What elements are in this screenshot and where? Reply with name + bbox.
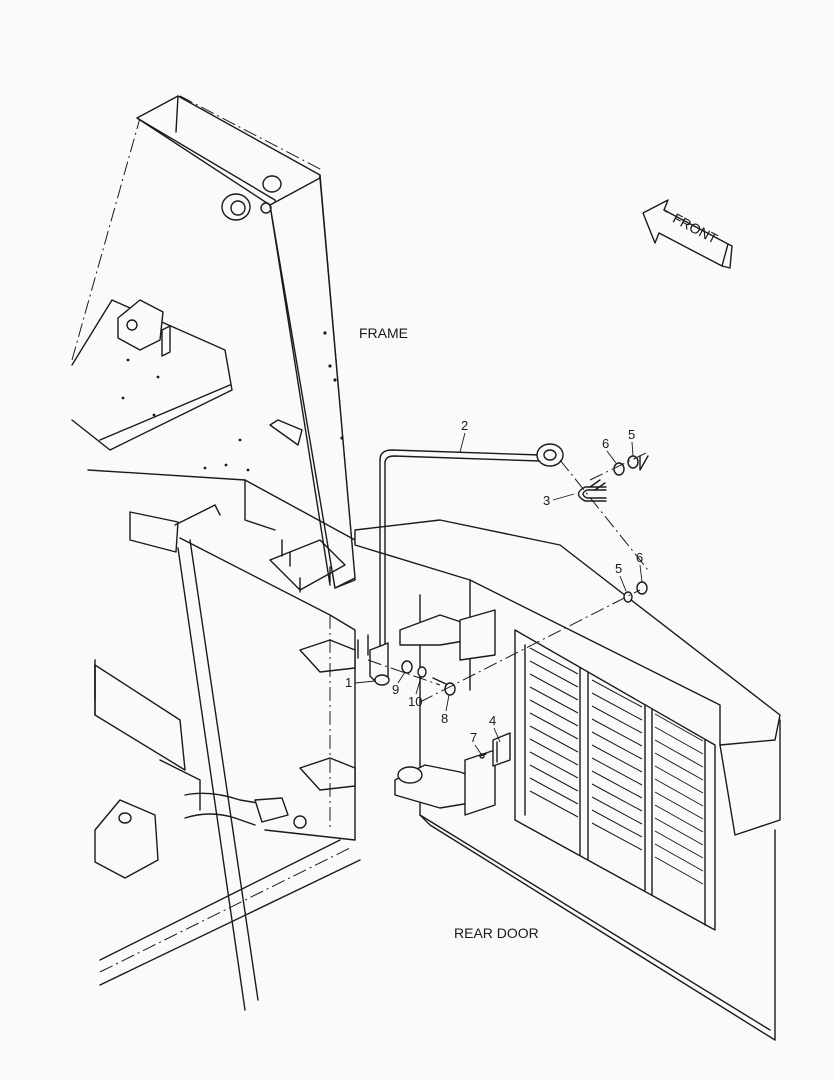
frame-assembly	[71, 95, 361, 1011]
callout-5a: 5	[628, 427, 635, 442]
callout-10: 10	[408, 694, 422, 709]
callout-4: 4	[489, 713, 496, 728]
callout-7: 7	[470, 730, 477, 745]
callout-3: 3	[543, 493, 550, 508]
part-hinge-pin	[367, 642, 456, 696]
callouts: 2 6 5 3 5 6 1 9 10 8 4 7	[345, 418, 643, 755]
part-bracket-4-7	[479, 732, 511, 767]
rear-door-label: REAR DOOR	[454, 925, 539, 941]
part-rod	[379, 443, 649, 651]
callout-6b: 6	[636, 550, 643, 565]
rear-door-assembly	[354, 519, 781, 1041]
callout-9: 9	[392, 682, 399, 697]
callout-6a: 6	[602, 436, 609, 451]
front-direction-arrow: FRONT	[642, 199, 733, 269]
callout-8: 8	[441, 711, 448, 726]
callout-2: 2	[461, 418, 468, 433]
callout-1: 1	[345, 675, 352, 690]
frame-label: FRAME	[359, 325, 408, 341]
callout-5b: 5	[615, 561, 622, 576]
